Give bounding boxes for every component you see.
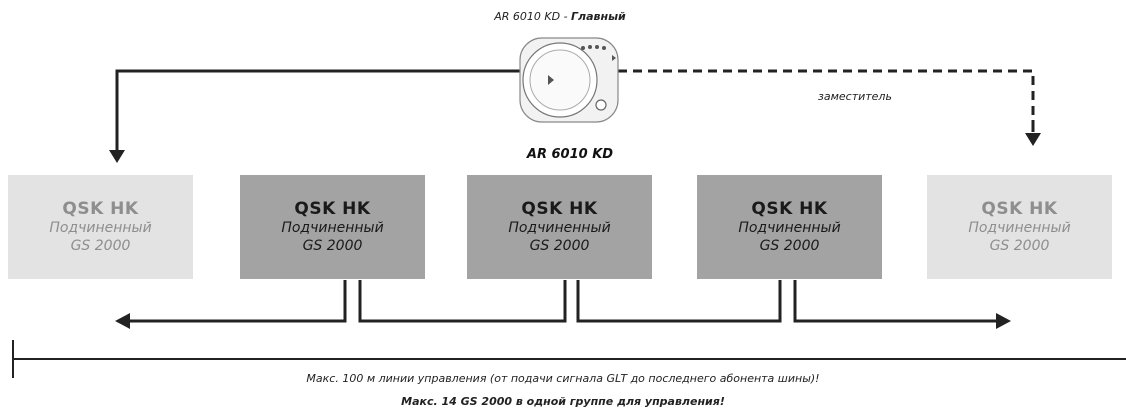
- slave-title: QSK HK: [981, 199, 1058, 219]
- bus-arrowhead-right: [996, 313, 1011, 329]
- bus-line-mid-1: [358, 280, 567, 323]
- device-name: AR 6010 KD: [526, 147, 614, 162]
- thermostat-device-icon: [519, 37, 619, 123]
- max-length-note: Макс. 100 м линии управления (от подачи …: [306, 372, 820, 385]
- slave-box-4: QSK HK Подчиненный GS 2000: [697, 175, 882, 279]
- master-link-line: [115, 69, 520, 150]
- slave-title: QSK HK: [751, 199, 828, 219]
- slave-role: Подчиненный: [49, 220, 152, 236]
- slave-model: GS 2000: [70, 238, 131, 254]
- max-devices-note: Макс. 14 GS 2000 в одной группе для упра…: [401, 395, 725, 408]
- slave-model: GS 2000: [759, 238, 820, 254]
- slave-box-2: QSK HK Подчиненный GS 2000: [240, 175, 425, 279]
- deputy-label: заместитель: [818, 90, 892, 103]
- bus-line-mid-2: [576, 280, 782, 323]
- deputy-link-arrowhead: [1025, 133, 1041, 146]
- slave-role: Подчиненный: [968, 220, 1071, 236]
- bus-line-left: [128, 280, 347, 323]
- master-label: AR 6010 KD - Главный: [494, 10, 626, 23]
- slave-role: Подчиненный: [281, 220, 384, 236]
- slave-title: QSK HK: [62, 199, 139, 219]
- deputy-link-line: [618, 69, 1035, 120]
- slave-role: Подчиненный: [738, 220, 841, 236]
- slave-box-3: QSK HK Подчиненный GS 2000: [467, 175, 652, 279]
- slave-box-5: QSK HK Подчиненный GS 2000: [927, 175, 1112, 279]
- slave-role: Подчиненный: [508, 220, 611, 236]
- bus-line-right: [793, 280, 998, 323]
- slave-model: GS 2000: [529, 238, 590, 254]
- slave-title: QSK HK: [294, 199, 371, 219]
- bus-arrowhead-left: [115, 313, 130, 329]
- length-measure-line: [12, 340, 1126, 378]
- slave-box-1: QSK HK Подчиненный GS 2000: [8, 175, 193, 279]
- slave-title: QSK HK: [521, 199, 598, 219]
- master-link-arrowhead: [109, 150, 125, 163]
- slave-model: GS 2000: [989, 238, 1050, 254]
- slave-model: GS 2000: [302, 238, 363, 254]
